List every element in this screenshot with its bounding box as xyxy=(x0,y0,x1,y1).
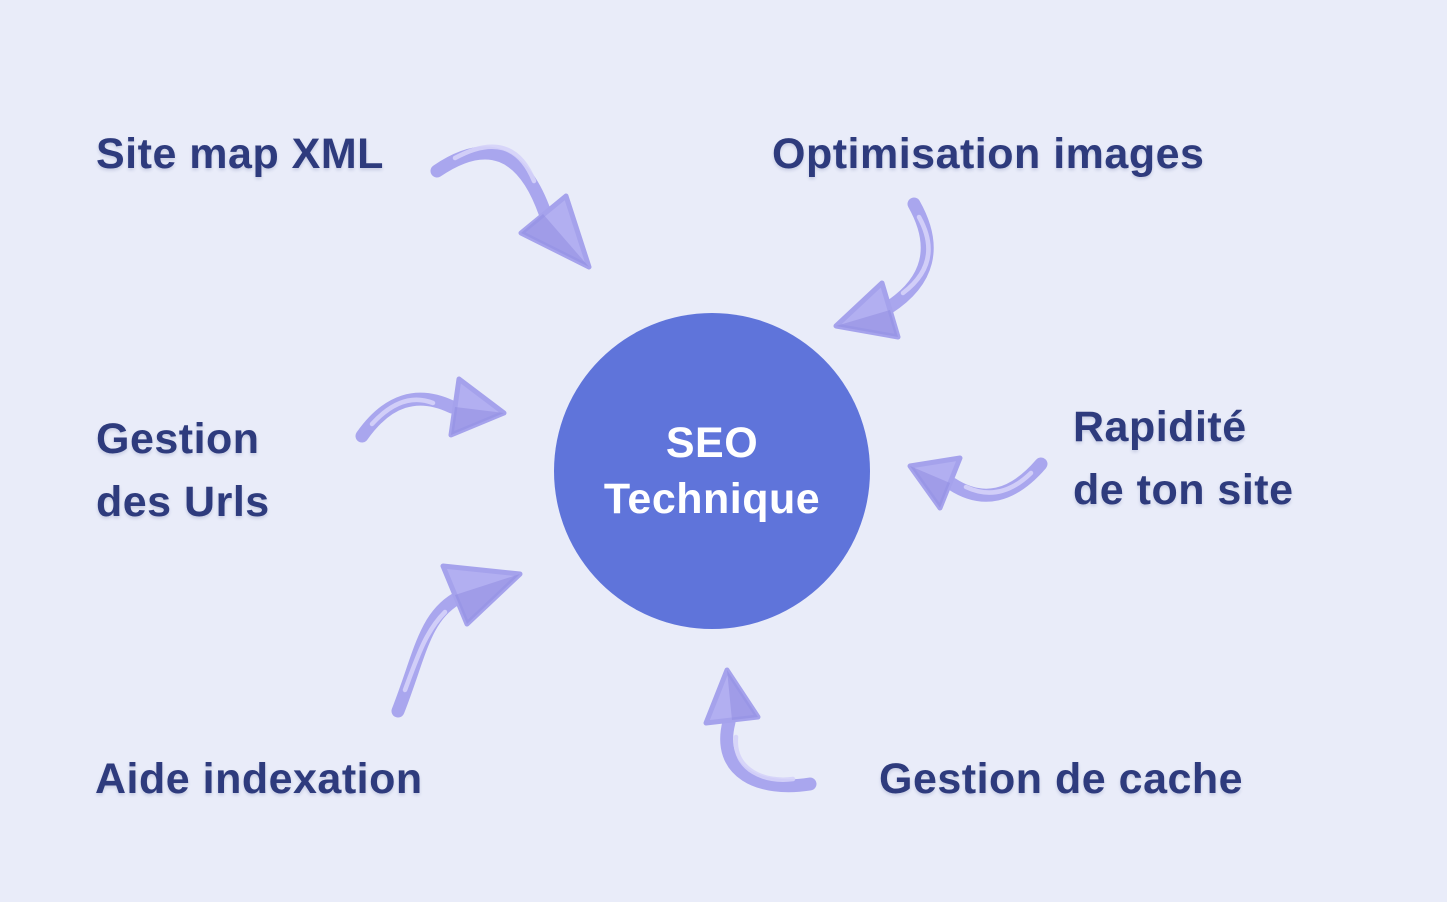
curved-arrow-rapidite-icon xyxy=(907,455,1048,511)
node-label-rapidite-de-ton-site: Rapidité de ton site xyxy=(1073,403,1294,514)
node-label-gestion-de-cache: Gestion de cache xyxy=(879,755,1244,803)
center-title-line2: Technique xyxy=(603,475,821,523)
node-label-aide-indexation: Aide indexation xyxy=(95,755,423,803)
curved-arrow-site-map-icon xyxy=(430,144,592,270)
curved-arrow-gestion-urls-icon xyxy=(355,376,507,443)
center-title-line1: SEO xyxy=(665,419,759,467)
curved-arrow-cache-icon xyxy=(703,667,817,793)
node-label-site-map-xml: Site map XML xyxy=(96,130,384,178)
curved-arrow-optimisation-icon xyxy=(833,197,934,340)
curved-arrow-aide-icon xyxy=(391,563,523,718)
center-node: SEO Technique xyxy=(554,313,870,629)
node-label-optimisation-images: Optimisation images xyxy=(772,130,1205,178)
node-label-gestion-des-urls: Gestion des Urls xyxy=(96,415,270,526)
